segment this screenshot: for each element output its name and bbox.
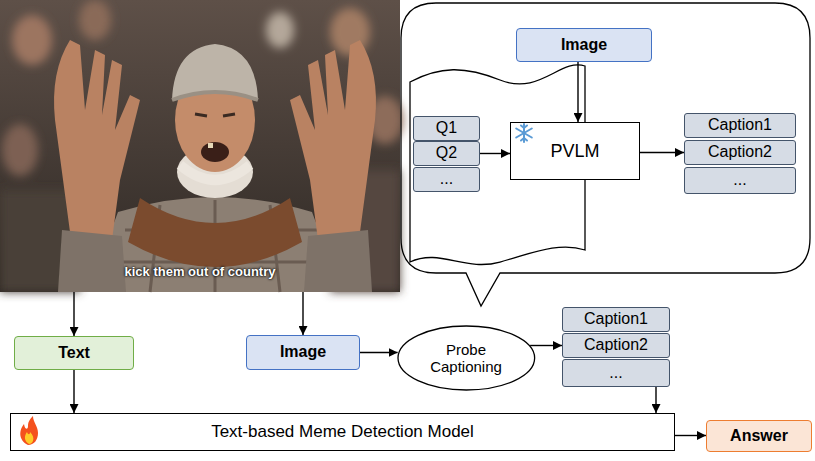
input-box: Image (516, 28, 652, 62)
bubble-shape (401, 3, 810, 306)
node-label: ... (733, 171, 746, 189)
callout-bubble: ImageQ1Q2... PVLM Caption1Caption2... (400, 2, 811, 274)
prompt-scroll (410, 65, 585, 265)
ellipse-shape (398, 326, 535, 390)
trainable-icon (20, 416, 38, 445)
meme-photo: kick them out of country (0, 0, 400, 292)
question-box: ... (413, 167, 480, 192)
output-box: Answer (706, 420, 812, 452)
model-box: PVLM (510, 122, 640, 180)
node-label: Image (280, 343, 326, 361)
flow-arrow (577, 62, 578, 122)
caption-box: Caption1 (562, 307, 670, 332)
flow-arrow (675, 435, 706, 436)
caption-box: Caption2 (684, 140, 796, 165)
input-box: Text (14, 336, 134, 370)
node-label: Caption2 (584, 336, 648, 354)
meme-caption: kick them out of country (125, 265, 276, 280)
process-ellipse: Probe Captioning (397, 325, 536, 391)
node-label: Probe Captioning (420, 341, 512, 376)
model-box: Text-based Meme Detection Model (10, 413, 675, 451)
node-label: Answer (730, 427, 788, 445)
man-figure (54, 40, 376, 292)
flow-arrow (360, 352, 398, 353)
caption-box: ... (684, 167, 796, 194)
node-label: Text-based Meme Detection Model (211, 422, 474, 442)
caption-box: ... (562, 359, 670, 387)
node-label: PVLM (550, 141, 599, 162)
caption-box: Caption1 (684, 113, 796, 138)
question-box: Q1 (413, 116, 480, 140)
flow-arrow (530, 345, 562, 346)
flow-arrow (480, 153, 510, 154)
flow-arrow (640, 152, 684, 153)
flow-arrow (655, 387, 656, 413)
node-label: ... (440, 170, 453, 188)
frozen-icon (516, 124, 532, 142)
flow-arrow (302, 292, 303, 335)
node-label: Image (561, 36, 607, 54)
node-label: ... (609, 364, 622, 382)
node-label: Q1 (436, 119, 457, 137)
node-label: Q2 (436, 144, 457, 162)
crowd-blur (0, 0, 403, 292)
node-label: Caption1 (584, 310, 648, 328)
flow-arrow (73, 292, 74, 336)
meme-photo-art (0, 0, 403, 292)
caption-box: Caption2 (562, 333, 670, 358)
input-box: Image (246, 335, 360, 370)
node-label: Caption2 (708, 143, 772, 161)
flow-arrow (73, 370, 74, 413)
question-box: Q2 (413, 141, 480, 165)
node-label: Caption1 (708, 116, 772, 134)
node-label: Text (58, 344, 90, 362)
